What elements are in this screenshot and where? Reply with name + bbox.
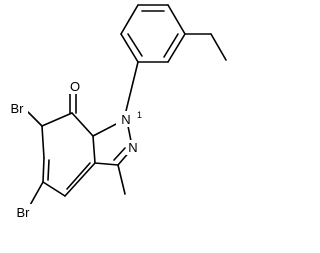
n-aryl-bond [125, 61, 139, 112]
double-bond-inner [47, 159, 50, 181]
bromine-top-label: Br [11, 101, 25, 116]
pyrazole-ring [92, 121, 132, 166]
carbonyl-group [69, 92, 77, 114]
bond [210, 33, 227, 61]
cycloheptene-ring [41, 112, 96, 197]
ethyl-group [184, 33, 227, 61]
bond [92, 121, 121, 137]
double-bond-inner [163, 33, 179, 58]
double-bond-inner [113, 147, 126, 161]
bond [42, 157, 45, 183]
bond [92, 135, 96, 164]
bond [94, 162, 119, 166]
bromine-bottom-label: Br [17, 205, 31, 220]
bond [42, 181, 66, 197]
c-br-bond-top [27, 111, 43, 127]
bond [120, 33, 139, 63]
bond [41, 125, 45, 159]
molecule-structure: O N 1 N Br Br [10, 4, 227, 220]
bond [41, 112, 73, 127]
n1-label: N [121, 112, 130, 127]
phenyl-ring [120, 4, 186, 63]
n1-locant: 1 [137, 110, 142, 120]
oxygen-label: O [70, 79, 80, 94]
structure-canvas: O N 1 N Br Br [10, 4, 227, 220]
bond [167, 4, 186, 35]
n2-label: N [128, 140, 137, 155]
double-bond-inner [127, 33, 143, 57]
methyl-bond [117, 164, 126, 195]
c-br-bond-bottom [28, 181, 44, 208]
double-bond-inner [66, 162, 91, 190]
bond [127, 125, 132, 142]
bond [120, 4, 139, 35]
bond [167, 33, 186, 63]
bond [64, 162, 96, 197]
bond [71, 112, 94, 137]
